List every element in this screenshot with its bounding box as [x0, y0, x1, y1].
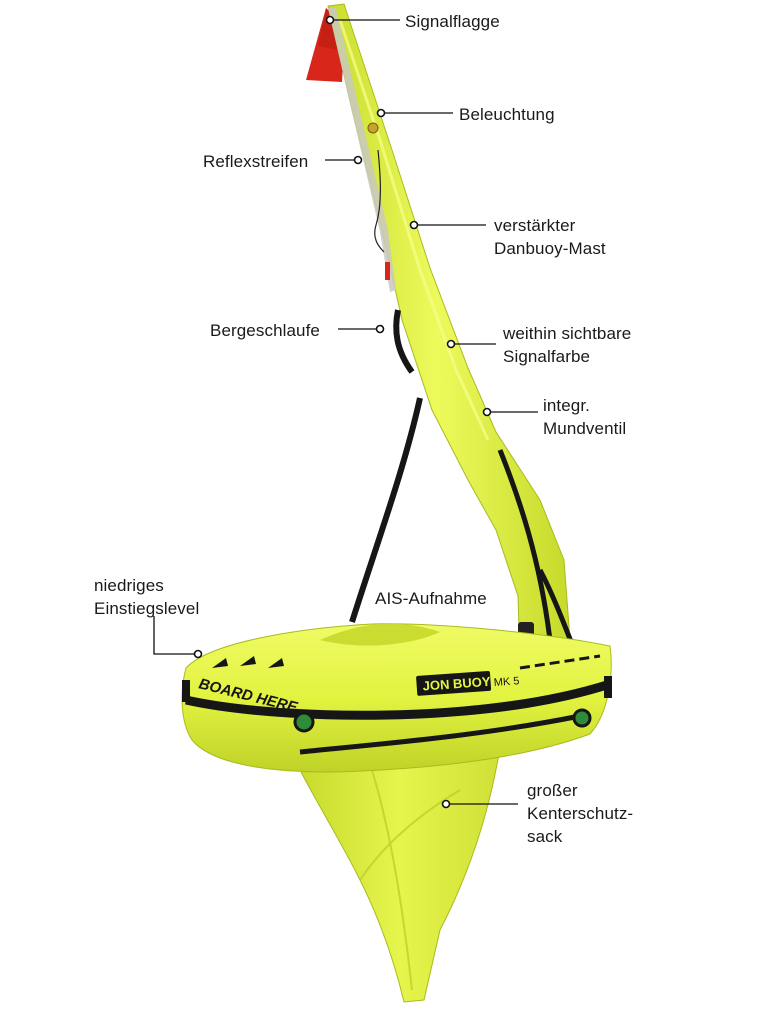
callout-mast: verstärkter Danbuoy-Mast: [494, 214, 606, 260]
callout-text: Signalfarbe: [503, 347, 591, 366]
model-print: MK 5: [493, 675, 519, 689]
arrow-icon: [240, 656, 256, 666]
callout-text: Reflexstreifen: [203, 152, 309, 171]
callout-text: verstärkter: [494, 216, 576, 235]
callout-text: weithin sichtbare: [503, 324, 632, 343]
callout-text: Bergeschlaufe: [210, 321, 320, 340]
callout-einstiegslevel: niedriges Einstiegslevel: [94, 574, 199, 620]
callout-text: integr.: [543, 396, 591, 415]
callout-reflexstreifen: Reflexstreifen: [203, 150, 308, 173]
callout-text: Kenterschutz-: [527, 804, 634, 823]
callout-signalfarbe: weithin sichtbare Signalfarbe: [503, 322, 631, 368]
callout-text: niedriges: [94, 576, 164, 595]
callout-leaders: [153, 15, 538, 809]
callout-text: Signalflagge: [405, 12, 500, 31]
callout-text: AIS-Aufnahme: [375, 589, 487, 608]
danbuoy-mast: [327, 3, 571, 661]
callout-text: sack: [527, 827, 563, 846]
callout-text: Danbuoy-Mast: [494, 239, 606, 258]
callout-text: Einstiegslevel: [94, 599, 200, 618]
callout-signalflagge: Signalflagge: [405, 10, 500, 33]
callout-text: Beleuchtung: [459, 105, 555, 124]
buoy-ring: BOARD HERE JON BUOY MK 5: [181, 623, 612, 773]
callout-text: Mundventil: [543, 419, 627, 438]
callout-kenterschutzsack: großer Kenterschutz- sack: [527, 779, 633, 848]
callout-beleuchtung: Beleuchtung: [459, 103, 555, 126]
callout-text: großer: [527, 781, 578, 800]
brand-print: JON BUOY: [422, 674, 491, 694]
callout-bergeschlaufe: Bergeschlaufe: [210, 319, 320, 342]
arrow-icon: [268, 658, 284, 668]
arrow-icon: [212, 658, 228, 668]
callout-mundventil: integr. Mundventil: [543, 394, 626, 440]
kenterschutz-sack: [299, 747, 501, 1003]
callout-ais-aufnahme: AIS-Aufnahme: [375, 587, 487, 610]
